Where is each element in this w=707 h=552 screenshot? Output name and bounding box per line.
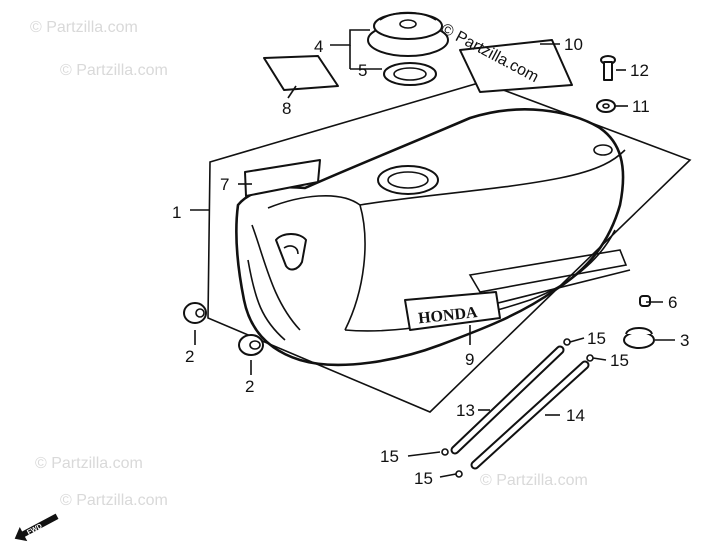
callout-labels: 1 2 2 3 4 5 6 7 8 9 10 11 12 13 14 15 15… (172, 35, 689, 488)
seal-pad (459, 39, 573, 93)
callout-1: 1 (172, 203, 181, 222)
callout-3: 3 (680, 331, 689, 350)
cap-gasket (383, 62, 437, 86)
callout-2: 2 (245, 377, 254, 396)
fuel-tank (235, 108, 626, 367)
callout-9: 9 (465, 350, 474, 369)
front-cushion-lower (238, 334, 264, 356)
watermark-faint: © Partzilla.com (60, 492, 168, 509)
fuel-cap (367, 11, 449, 57)
callout-15: 15 (380, 447, 399, 466)
callout-15: 15 (414, 469, 433, 488)
callout-13: 13 (456, 401, 475, 420)
fuel-tube-13 (450, 345, 565, 455)
front-cushion-upper (183, 302, 207, 324)
rubber-strip (263, 55, 339, 91)
callout-2: 2 (185, 347, 194, 366)
watermark-faint: © Partzilla.com (480, 472, 588, 489)
honda-decal: HONDA (404, 291, 501, 331)
label-plate (244, 159, 321, 197)
callout-12: 12 (630, 61, 649, 80)
callout-5: 5 (358, 61, 367, 80)
callout-4: 4 (314, 37, 323, 56)
tank-stripe (468, 249, 631, 306)
watermark-faint: © Partzilla.com (30, 19, 138, 36)
mount-cushion (623, 327, 655, 349)
callout-15: 15 (610, 351, 629, 370)
washer (596, 99, 616, 113)
watermark-faint: © Partzilla.com (35, 455, 143, 472)
fwd-label: FWD (26, 523, 43, 537)
honda-decal-text: HONDA (417, 304, 478, 327)
callout-11: 11 (632, 97, 650, 116)
fwd-arrow-icon: FWD (14, 513, 59, 542)
mounting-bolt (600, 55, 616, 81)
callout-7: 7 (220, 175, 229, 194)
callout-6: 6 (668, 293, 677, 312)
callout-15: 15 (587, 329, 606, 348)
collar (639, 295, 651, 307)
watermark-faint: © Partzilla.com (60, 62, 168, 79)
leader-lines (190, 29, 675, 478)
callout-8: 8 (282, 99, 291, 118)
fuel-tube-14 (470, 360, 590, 470)
callout-10: 10 (564, 35, 583, 54)
callout-14: 14 (566, 406, 585, 425)
